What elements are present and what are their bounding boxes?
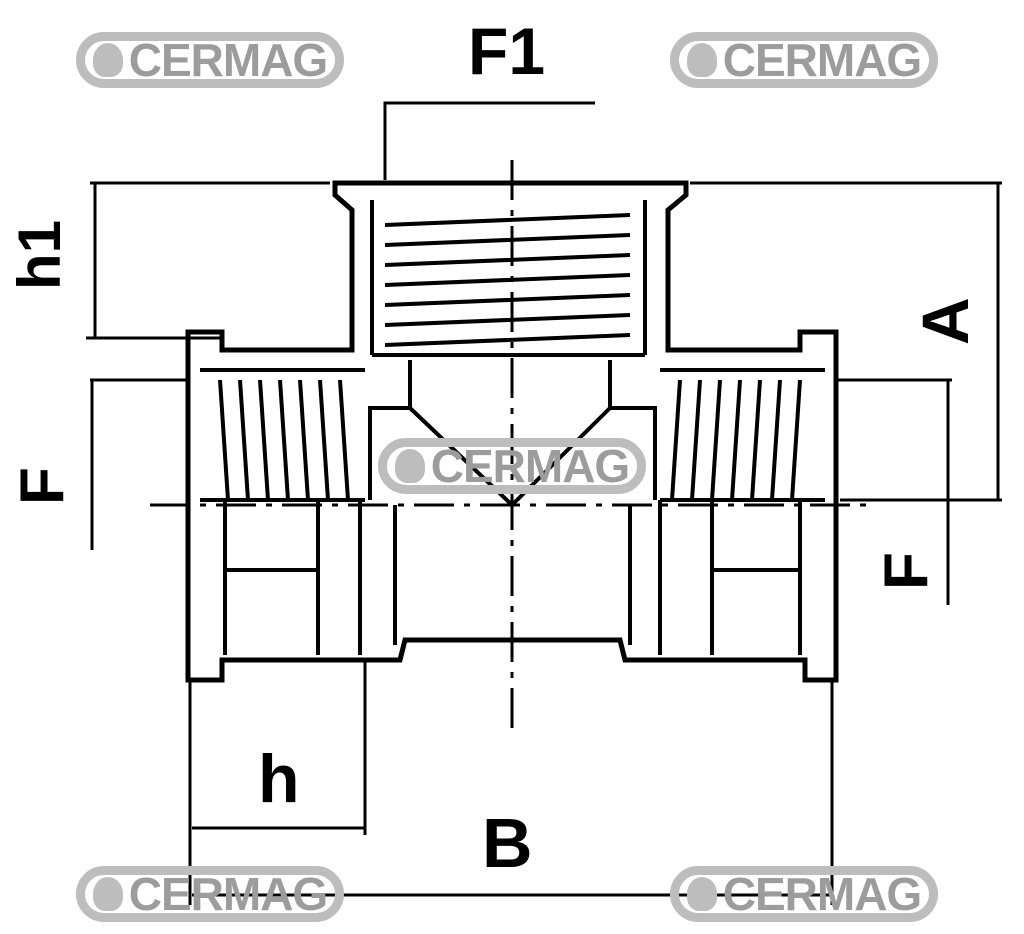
- label-f-right: F: [872, 552, 941, 590]
- label-f-left: F: [8, 467, 77, 505]
- wheat-icon: [92, 43, 123, 77]
- label-a: A: [908, 297, 982, 345]
- watermark-logo: CERMAG: [76, 32, 344, 88]
- watermark-logo: CERMAG: [76, 866, 344, 922]
- fitting-outline: [185, 180, 839, 683]
- dimension-lines: [86, 101, 1002, 905]
- wheat-icon: [92, 877, 123, 911]
- label-h: h: [258, 741, 300, 817]
- watermark-logo: CERMAG: [670, 866, 938, 922]
- label-f1: F1: [468, 14, 546, 88]
- wheat-icon: [686, 877, 717, 911]
- wheat-icon: [394, 449, 425, 483]
- watermark-logo: CERMAG: [378, 438, 646, 494]
- top-thread: [370, 200, 647, 357]
- right-thread: [628, 368, 825, 655]
- label-h1: h1: [6, 219, 73, 290]
- watermark-logo: CERMAG: [670, 32, 938, 88]
- wheat-icon: [686, 43, 717, 77]
- label-b: B: [482, 804, 533, 882]
- left-thread: [200, 368, 397, 655]
